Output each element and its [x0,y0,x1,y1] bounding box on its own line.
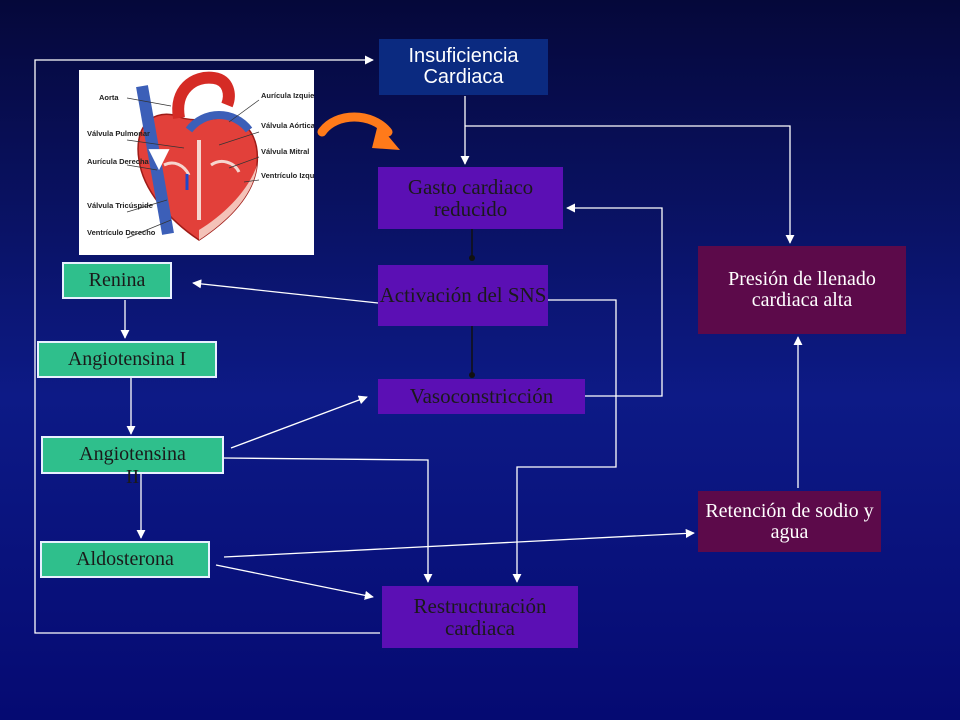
node-presion-label: Presión de llenado cardiaca alta [728,268,876,311]
heart-label-auricula-derecha: Aurícula Derecha [87,157,150,166]
arrow-angio2-restructuracion [222,457,433,583]
node-retencion-label: Retención de sodio y agua [705,499,874,543]
node-renina-label: Renina [88,269,146,291]
arrow-vaso-gasto [566,203,663,397]
node-angiotensina2-label: Angiotensina II [79,443,186,488]
node-vasoconstriccion: Vasoconstricción [378,379,585,414]
node-activacion-sns: Activación del SNS [378,265,548,326]
node-renina: Renina [62,262,172,299]
node-angiotensina-ii: Angiotensina II [41,436,224,488]
heart-label-valvula-aortica: Válvula Aórtica [261,121,314,130]
node-restructuracion: Restructuración cardiaca [382,586,578,648]
arrow-feedback-loop [34,55,380,634]
node-aldosterona-label: Aldosterona [76,548,174,570]
heart-label-aorta: Aorta [99,93,119,102]
node-gasto-label: Gasto cardiaco reducido [407,174,534,221]
arrow-activacion-restructuracion [512,299,617,583]
arrow-angio2-vaso [230,395,368,449]
node-retencion-sodio: Retención de sodio y agua [698,491,881,552]
heart-label-valvula-pulmonar: Válvula Pulmonar [87,129,150,138]
node-insuficiencia-label: Insuficiencia Cardiaca [408,45,519,88]
heart-label-valvula-mitral: Válvula Mitral [261,147,309,156]
heart-label-auricula-izquierda: Aurícula Izquierda [261,91,314,100]
heart-label-ventriculo-derecho: Ventrículo Derecho [87,228,156,237]
arrow-activacion-renina [192,279,379,304]
node-vasoconstriccion-label: Vasoconstricción [409,384,554,409]
arrow-aldosterona-restructuracion [215,564,374,600]
node-presion-llenado: Presión de llenado cardiaca alta [698,246,906,334]
arrow-insuficiencia-presion [465,125,795,244]
heart-icon: Aorta Válvula Pulmonar Aurícula Derecha … [87,71,333,241]
node-insuficiencia-cardiaca: Insuficiencia Cardiaca [379,39,548,95]
arrow-aldosterona-retencion [223,528,695,558]
heart-label-ventriculo-izquierdo: Ventrículo Izquierdo [261,171,314,180]
curved-arrow-icon [317,112,400,150]
node-angiotensina-i: Angiotensina I [37,341,217,378]
heart-label-valvula-tricuspide: Válvula Tricúspide [87,201,153,210]
node-activacion-label: Activación del SNS [379,283,547,308]
node-angiotensina1-label: Angiotensina I [67,348,187,370]
node-aldosterona: Aldosterona [40,541,210,578]
heart-diagram: Aorta Válvula Pulmonar Aurícula Derecha … [79,70,333,255]
node-restructuracion-label: Restructuración cardiaca [413,593,547,640]
node-gasto-cardiaco: Gasto cardiaco reducido [378,167,563,229]
